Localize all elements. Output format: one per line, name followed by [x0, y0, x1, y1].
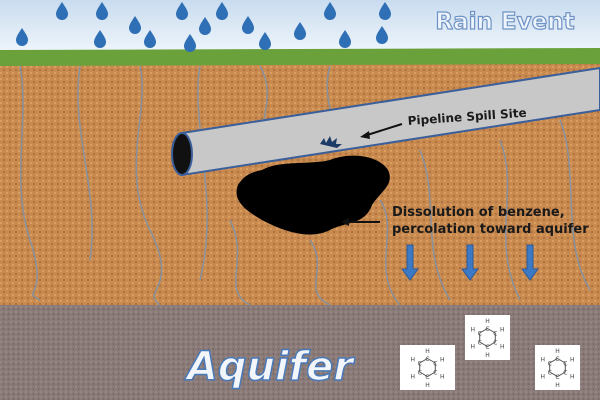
dissolution-arrow — [341, 218, 380, 226]
atom-label: C — [555, 374, 559, 381]
atom-label: H — [440, 357, 445, 364]
atom-label: H — [485, 318, 490, 325]
dissolution-label-line2: percolation toward aquifer — [392, 222, 589, 237]
atom-label: C — [548, 370, 552, 377]
spill-burst — [320, 136, 342, 148]
atom-label: C — [493, 331, 497, 338]
atom-label: H — [485, 352, 490, 359]
atom-label: C — [425, 374, 429, 381]
atom-label: H — [471, 344, 476, 351]
atom-label: C — [493, 340, 497, 347]
atom-label: C — [485, 344, 489, 351]
atom-label: H — [555, 348, 560, 355]
atom-label: C — [548, 361, 552, 368]
atom-label: H — [411, 357, 416, 364]
atom-label: C — [478, 331, 482, 338]
percolation-arrows — [401, 244, 539, 281]
atom-label: H — [555, 382, 560, 389]
atom-label: H — [500, 327, 505, 334]
oil-plume — [236, 155, 390, 235]
grass-strip — [0, 48, 600, 66]
atom-label: H — [425, 382, 430, 389]
atom-label: H — [471, 327, 476, 334]
atom-label: C — [433, 370, 437, 377]
atom-label: H — [440, 374, 445, 381]
pipe-opening — [171, 132, 193, 176]
down-arrow-icon — [461, 244, 479, 281]
atom-label: C — [485, 326, 489, 333]
dissolution-label-line1: Dissolution of benzene, — [392, 205, 565, 220]
atom-label: H — [541, 357, 546, 364]
atom-label: C — [418, 370, 422, 377]
down-arrow-icon — [401, 244, 419, 281]
pipeline — [171, 66, 600, 177]
atom-label: H — [500, 344, 505, 351]
rain-event-title: Rain Event — [435, 9, 574, 35]
atom-label: C — [433, 361, 437, 368]
atom-label: C — [425, 356, 429, 363]
atom-label: C — [563, 361, 567, 368]
atom-label: C — [555, 356, 559, 363]
spill-arrow — [360, 123, 403, 139]
atom-label: H — [425, 348, 430, 355]
aquifer-label: Aquifer — [184, 344, 355, 390]
atom-label: H — [570, 357, 575, 364]
atom-label: C — [478, 340, 482, 347]
atom-label: H — [570, 374, 575, 381]
atom-label: H — [411, 374, 416, 381]
atom-label: H — [541, 374, 546, 381]
atom-label: C — [418, 361, 422, 368]
down-arrow-icon — [521, 244, 539, 281]
atom-label: C — [563, 370, 567, 377]
